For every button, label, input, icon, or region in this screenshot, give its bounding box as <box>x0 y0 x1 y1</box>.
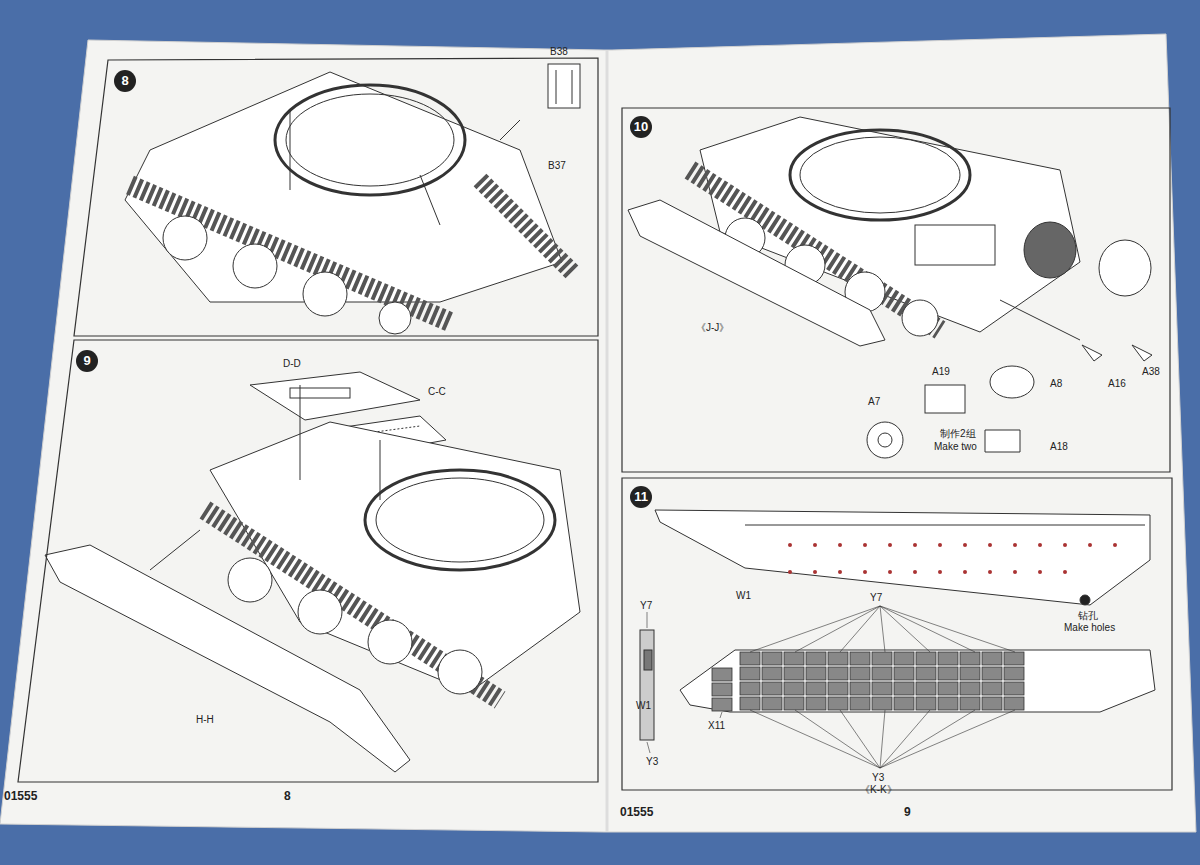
part-number: 《K-K》 <box>860 784 897 795</box>
part-number: A18 <box>1050 441 1068 452</box>
drill-note: Make holes <box>1064 622 1115 633</box>
part-number: D-D <box>283 358 301 369</box>
assembly-note: 制作2组 <box>940 428 976 439</box>
step-number: 9 <box>76 350 98 372</box>
assembly-note: Make two <box>934 441 977 452</box>
part-number: Y3 <box>646 756 658 767</box>
kit-number: 01555 <box>4 790 37 803</box>
part-number: Y3 <box>872 772 884 783</box>
drill-note: 钻孔 <box>1078 610 1098 621</box>
step-number: 10 <box>630 116 652 138</box>
part-number: H-H <box>196 714 214 725</box>
part-number: A19 <box>932 366 950 377</box>
kit-number: 01555 <box>620 806 653 819</box>
part-number: C-C <box>428 386 446 397</box>
part-number: B37 <box>548 160 566 171</box>
part-number: W1 <box>736 590 751 601</box>
step-panel: 8 <box>70 60 600 336</box>
page-number: 9 <box>904 806 911 819</box>
panel-outline <box>70 60 600 336</box>
part-number: A7 <box>868 396 880 407</box>
panel-outline <box>18 340 600 782</box>
part-number: A8 <box>1050 378 1062 389</box>
part-number: B38 <box>550 46 568 57</box>
panel-outline <box>622 108 1170 472</box>
step-number: 11 <box>630 486 652 508</box>
part-number: 《J-J》 <box>696 322 729 333</box>
part-number: Y7 <box>640 600 652 611</box>
page-number: 8 <box>284 790 291 803</box>
part-number: W1 <box>636 700 651 711</box>
step-number: 8 <box>114 70 136 92</box>
part-number: X11 <box>708 720 725 731</box>
panel-outline <box>622 478 1172 790</box>
step-panel: 11 <box>622 478 1172 790</box>
part-number: A16 <box>1108 378 1126 389</box>
step-panel: 9 <box>18 340 600 782</box>
part-number: A38 <box>1142 366 1160 377</box>
step-panel: 10 <box>622 108 1170 472</box>
part-number: Y7 <box>870 592 882 603</box>
